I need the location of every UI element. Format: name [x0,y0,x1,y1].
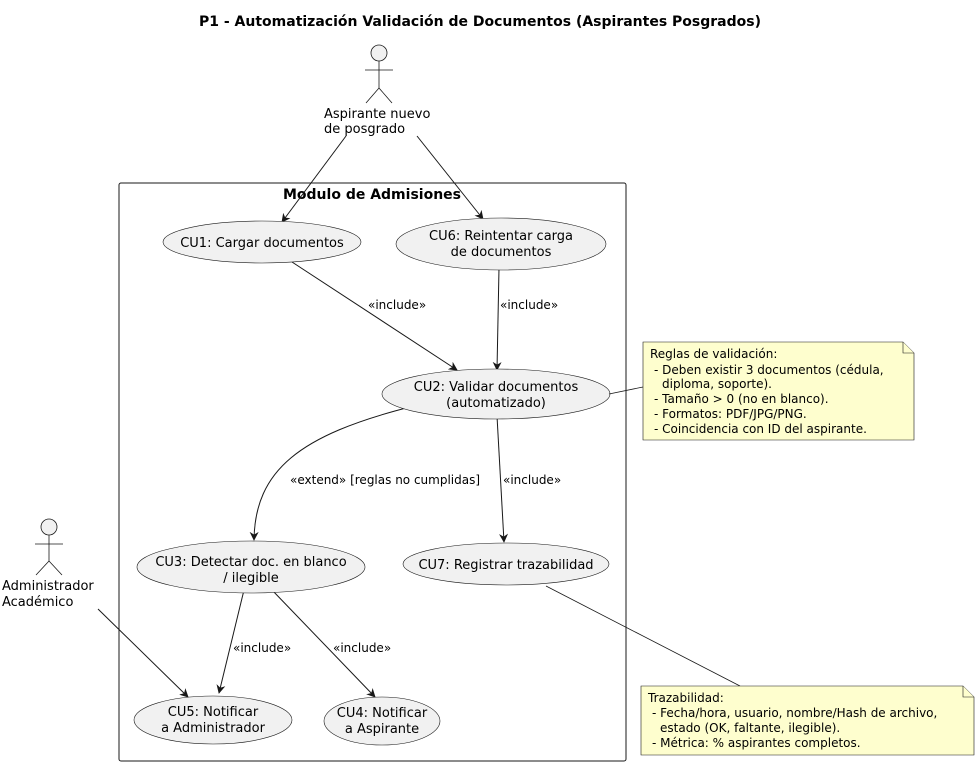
note-validacion: Reglas de validación: - Deben existir 3 … [608,341,915,441]
edge-aspirante-cu6 [416,135,484,220]
note-validacion-line-2: - Deben existir 3 documentos (cédula, [654,363,884,377]
package-title: Modulo de Admisiones [283,187,461,203]
edge-admin-cu5 [97,608,189,698]
note-trazabilidad-line-1: Trazabilidad: [647,691,724,705]
use-case-cu7[interactable]: CU7: Registrar trazabilidad [402,542,610,586]
actor-aspirante-label-1: Aspirante nuevo [324,107,430,122]
actor-admin-label-2: Académico [2,595,73,610]
actor-head-icon [40,518,58,536]
edge-cu1-cu2 [291,261,458,371]
package-boundary [118,182,627,762]
note-trazabilidad-line-3: estado (OK, faltante, ilegible). [660,721,840,735]
use-case-cu2[interactable]: CU2: Validar documentos (automatizado) [381,368,611,420]
note-trazabilidad-line-4: - Métrica: % aspirantes completos. [652,736,861,750]
note-validacion-line-1: Reglas de validación: [650,347,777,361]
use-case-cu5[interactable]: CU5: Notificar a Administrador [133,695,293,745]
edge-cu3-cu4 [271,589,376,698]
use-case-cu3-label-2: / ilegible [223,571,278,586]
use-case-cu5-label-1: CU5: Notificar [168,705,259,720]
use-case-cu4-label-2: a Aspirante [345,722,419,737]
use-case-cu6[interactable]: CU6: Reintentar carga de documentos [395,217,607,271]
actor-administrador: Administrador Académico [2,518,94,610]
note-validacion-link [608,386,644,395]
use-case-cu4[interactable]: CU4: Notificar a Aspirante [323,696,441,746]
note-validacion-line-3: diploma, soporte). [662,377,772,391]
note-validacion-line-4: - Tamaño > 0 (no en blanco). [654,392,829,406]
use-case-cu6-label-2: de documentos [451,245,552,260]
use-case-cu3[interactable]: CU3: Detectar doc. en blanco / ilegible [136,540,366,594]
use-case-cu7-label: CU7: Registrar trazabilidad [418,558,593,573]
edge-cu3-cu5 [216,589,245,694]
note-validacion-line-6: - Coincidencia con ID del aspirante. [654,422,867,436]
use-case-cu1[interactable]: CU1: Cargar documentos [162,220,362,264]
note-trazabilidad-link [545,585,741,687]
relation-label-cu3-cu5: «include» [233,641,291,655]
relation-label-cu2-cu7: «include» [503,473,561,487]
use-case-cu4-label-1: CU4: Notificar [337,706,428,721]
actor-aspirante-label-2: de posgrado [324,122,405,137]
note-trazabilidad: Trazabilidad: - Fecha/hora, usuario, nom… [545,585,975,756]
actor-head-icon [370,44,388,62]
relation-label-cu1-cu2: «include» [368,298,426,312]
edge-aspirante-cu1 [281,135,347,223]
actor-aspirante: Aspirante nuevo de posgrado [324,44,430,137]
note-trazabilidad-line-2: - Fecha/hora, usuario, nombre/Hash de ar… [652,706,937,720]
actor-admin-label-1: Administrador [2,579,94,594]
edge-cu2-cu3 [249,406,411,541]
relation-label-cu6-cu2: «include» [500,298,558,312]
use-case-cu3-label-1: CU3: Detectar doc. en blanco [155,555,346,570]
use-case-cu5-label-2: a Administrador [161,721,266,736]
use-case-cu1-label: CU1: Cargar documentos [180,236,344,251]
use-case-cu2-label-2: (automatizado) [446,396,546,411]
diagram-title: P1 - Automatización Validación de Docume… [199,14,761,30]
edge-cu6-cu2 [492,267,502,371]
use-case-cu2-label-1: CU2: Validar documentos [414,380,579,395]
use-case-cu6-label-1: CU6: Reintentar carga [429,229,573,244]
edge-cu2-cu7 [496,415,509,543]
relation-label-cu2-cu3: «extend» [reglas no cumplidas] [290,473,480,487]
relation-label-cu3-cu4: «include» [333,641,391,655]
note-validacion-line-5: - Formatos: PDF/JPG/PNG. [654,407,807,421]
